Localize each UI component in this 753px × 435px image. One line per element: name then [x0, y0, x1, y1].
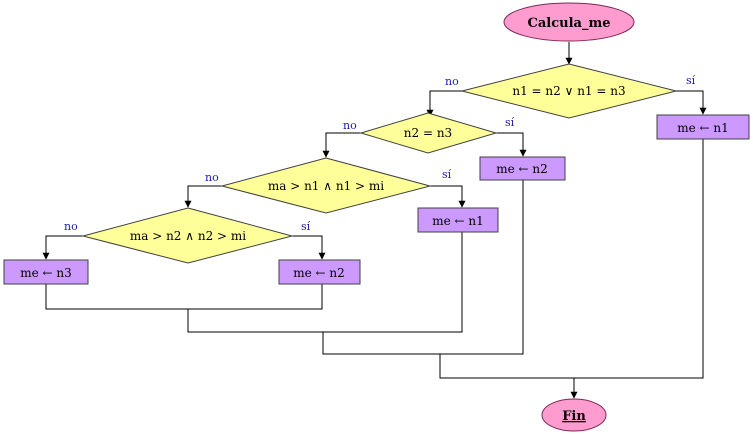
edge-d4-no — [42, 235, 83, 260]
start-label: Calcula_me — [528, 16, 611, 31]
edge-d1-no — [426, 90, 462, 117]
edge-d1-yes — [676, 90, 707, 115]
process-1-label: me ← n1 — [677, 121, 729, 135]
process-5-box — [3, 259, 89, 285]
process-2: me ← n2 — [479, 156, 566, 181]
decision-1-diamond — [461, 63, 677, 119]
start-terminal: Calcula_me — [503, 2, 635, 42]
edge-d3-no — [184, 185, 222, 208]
start-ellipse — [503, 2, 635, 42]
process-1-box — [656, 114, 750, 140]
process-1: me ← n1 — [656, 114, 750, 140]
decision-1-no-label: no — [445, 75, 459, 88]
process-4-label: me ← n2 — [293, 266, 345, 280]
end-ellipse — [541, 398, 607, 432]
process-4-box — [278, 259, 361, 285]
connectors — [42, 42, 707, 399]
process-5: me ← n3 — [3, 259, 89, 285]
decision-1-yes-label: sí — [686, 74, 696, 87]
process-2-box — [479, 156, 566, 181]
merge-level-2 — [322, 180, 524, 355]
end-terminal: Fin — [541, 398, 607, 432]
decision-4-no-label: no — [64, 220, 78, 233]
process-3-box — [417, 207, 499, 233]
merge-level-4 — [45, 284, 323, 310]
edge-d2-yes — [496, 132, 527, 157]
decision-3: ma > n1 ∧ n1 > mi no sí — [205, 157, 452, 214]
decision-2-condition: n2 = n3 — [404, 126, 452, 140]
edge-d4-yes — [292, 235, 326, 260]
decision-4-yes-label: sí — [301, 220, 311, 233]
decision-4: ma > n2 ∧ n2 > mi no sí — [64, 207, 311, 264]
edge-d2-no — [322, 132, 361, 158]
end-label: Fin — [562, 409, 586, 424]
decision-3-diamond — [220, 157, 432, 214]
decision-4-condition: ma > n2 ∧ n2 > mi — [130, 229, 246, 243]
process-5-label: me ← n3 — [20, 266, 72, 280]
decision-3-no-label: no — [205, 171, 219, 184]
merge-level-3 — [187, 232, 463, 333]
decision-1: n1 = n2 ∨ n1 = n3 no sí — [445, 63, 696, 119]
process-3-label: me ← n1 — [432, 214, 484, 228]
decision-2: n2 = n3 no sí — [343, 112, 515, 154]
decision-3-yes-label: sí — [442, 168, 452, 181]
process-3: me ← n1 — [417, 207, 499, 233]
decision-2-yes-label: sí — [505, 116, 515, 129]
decision-4-diamond — [81, 207, 294, 264]
decision-3-condition: ma > n1 ∧ n1 > mi — [268, 179, 384, 193]
merge-level-1 — [439, 139, 704, 379]
edge-d3-yes — [430, 185, 466, 208]
decision-2-diamond — [359, 112, 498, 154]
decision-1-condition: n1 = n2 ∨ n1 = n3 — [512, 84, 625, 98]
process-2-label: me ← n2 — [496, 162, 548, 176]
process-4: me ← n2 — [278, 259, 361, 285]
decision-2-no-label: no — [343, 119, 357, 132]
